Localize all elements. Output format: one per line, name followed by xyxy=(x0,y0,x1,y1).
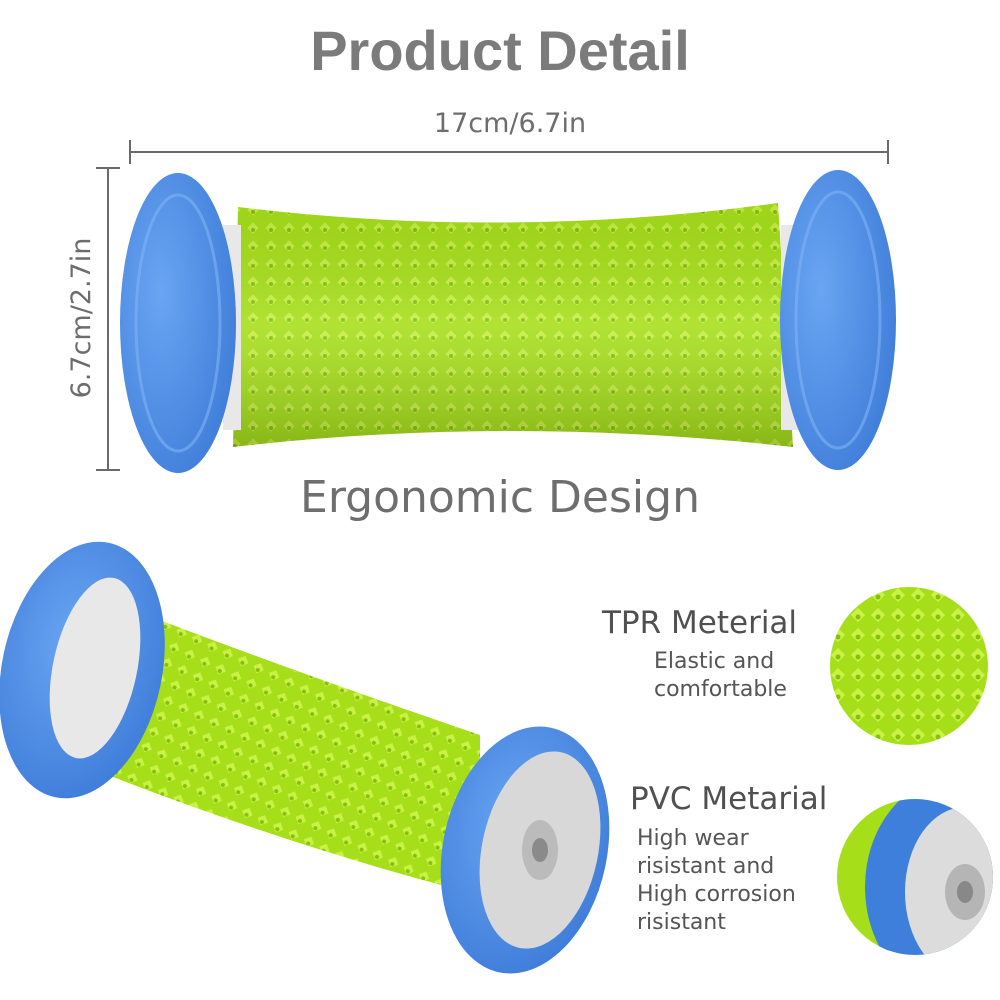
feature-desc-line: High corrosion xyxy=(637,882,796,907)
height-label: 6.7cm/2.7in xyxy=(66,237,97,399)
feature-title-tpr: TPR Meterial xyxy=(602,605,798,641)
foot-roller-top-image xyxy=(120,170,896,473)
feature-desc-line: risistant xyxy=(637,910,726,935)
pvc-closeup-image xyxy=(837,799,993,955)
page-title: Product Detail xyxy=(310,19,690,82)
feature-desc-tpr: Elastic and comfortable xyxy=(654,648,787,704)
feature-desc-line: comfortable xyxy=(654,677,787,702)
feature-title-pvc: PVC Metarial xyxy=(630,781,828,817)
tpr-closeup-image xyxy=(830,587,988,745)
feature-desc-line: High wear xyxy=(637,826,749,851)
foot-roller-angled-image xyxy=(0,541,610,974)
ergonomic-design-caption: Ergonomic Design xyxy=(300,472,700,523)
feature-desc-pvc: High wear risistant and High corrosion r… xyxy=(637,825,796,937)
feature-desc-line: Elastic and xyxy=(654,649,775,674)
feature-desc-line: risistant and xyxy=(637,854,775,879)
width-label: 17cm/6.7in xyxy=(433,108,587,139)
